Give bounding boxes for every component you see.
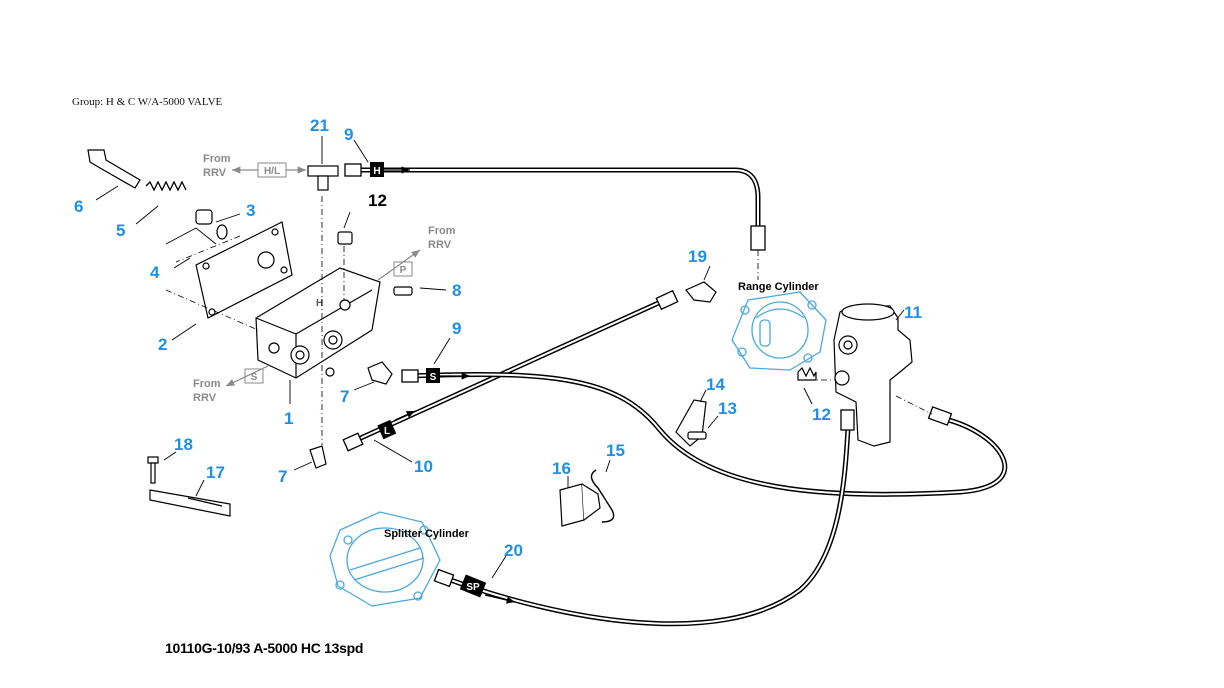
callout-16: 16: [552, 459, 571, 478]
callout-2: 2: [158, 335, 167, 354]
callout-15: 15: [606, 441, 625, 460]
callout-6: 6: [74, 197, 83, 216]
hose-tag-s: S: [426, 368, 440, 383]
callout-14: 14: [706, 375, 725, 394]
port-label-p: From RRV P: [377, 225, 456, 281]
callout-4: 4: [150, 263, 160, 282]
hose-tag-l: L: [377, 419, 397, 440]
callout-8: 8: [452, 281, 461, 300]
lever-part-17: [149, 489, 231, 517]
port-label-hl: From RRV H/L: [203, 153, 306, 179]
svg-text:SP: SP: [466, 582, 480, 593]
drawing-id: 10110G-10/93 A-5000 HC 13spd: [165, 640, 364, 656]
svg-text:H: H: [373, 166, 380, 177]
callout-13: 13: [718, 399, 737, 418]
callout-17: 17: [206, 463, 225, 482]
plunger-part-6: [87, 149, 141, 189]
callout-10: 10: [414, 457, 433, 476]
svg-text:RRV: RRV: [428, 239, 452, 251]
callout-12-right: 12: [812, 405, 831, 424]
spring-part-5: [145, 180, 187, 192]
bracket-part-16: [559, 483, 601, 527]
tee-fitting-part-21: [307, 165, 339, 191]
callout-7-upper: 7: [340, 387, 349, 406]
callout-21: 21: [310, 116, 329, 135]
svg-text:From: From: [203, 153, 231, 165]
splitter-cylinder-ghost: [329, 511, 441, 607]
callout-11: 11: [904, 303, 922, 322]
callout-12-top: 12: [368, 191, 387, 210]
port-label-s: From RRV S: [193, 365, 269, 404]
valve-body-part-1: [255, 267, 381, 379]
splitter-cylinder-label: Splitter Cylinder: [384, 528, 470, 540]
svg-text:S: S: [251, 372, 258, 383]
svg-text:From: From: [428, 225, 456, 237]
svg-text:H/L: H/L: [264, 166, 280, 177]
plug-part-12-top: [337, 231, 353, 245]
cylinder-housing-part-11: [833, 303, 913, 447]
bolt-part-18: [147, 456, 159, 484]
callout-1: 1: [284, 409, 293, 428]
callout-leaders: [95, 136, 905, 579]
hoses: [342, 163, 1008, 627]
callout-7-lower: 7: [278, 467, 287, 486]
seal-parts-3-4: [195, 209, 228, 240]
svg-text:P: P: [400, 265, 407, 276]
hose-tag-sp: SP: [459, 574, 487, 598]
svg-text:From: From: [193, 378, 221, 390]
callout-5: 5: [116, 221, 125, 240]
svg-text:RRV: RRV: [193, 392, 217, 404]
callout-20: 20: [504, 541, 523, 560]
svg-text:S: S: [430, 372, 437, 383]
valve-port-h-mark: H: [316, 298, 323, 309]
range-cylinder-ghost: [731, 291, 827, 371]
screw-part-13: [687, 431, 707, 440]
screw-part-8: [393, 286, 413, 296]
clip-part-15: [590, 469, 615, 523]
gasket-plate-part-2: [195, 221, 293, 319]
callout-19: 19: [688, 247, 707, 266]
callout-9-top: 9: [344, 125, 353, 144]
elbow-parts-7: [309, 361, 393, 469]
callout-18: 18: [174, 435, 193, 454]
elbow-part-19: [685, 281, 717, 303]
svg-text:RRV: RRV: [203, 167, 227, 179]
svg-text:L: L: [384, 426, 390, 437]
callout-9-mid: 9: [452, 319, 461, 338]
range-cylinder-label: Range Cylinder: [738, 281, 819, 293]
fitting-part-12-right: [797, 366, 817, 381]
hose-tag-h: H: [370, 162, 384, 177]
callout-3: 3: [246, 201, 255, 220]
group-title: Group: H & C W/A-5000 VALVE: [72, 96, 223, 108]
